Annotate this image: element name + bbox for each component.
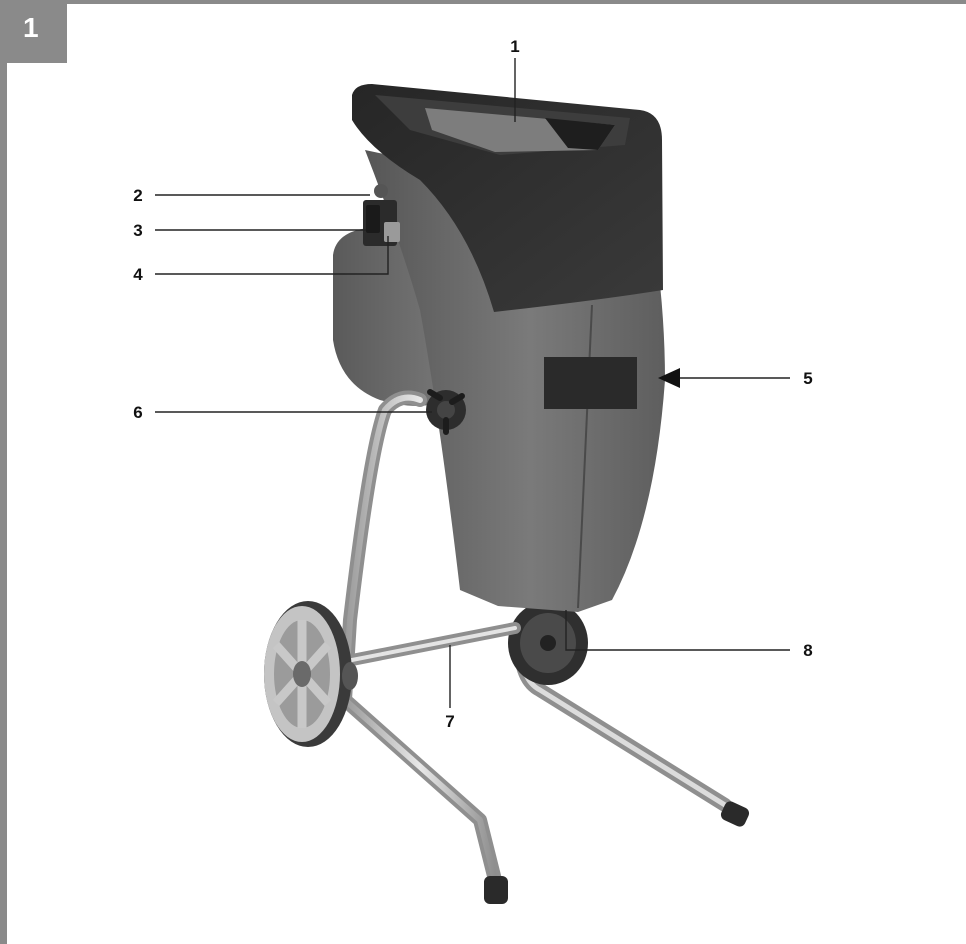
wheel-hub [342, 662, 358, 690]
callout-2: 2 [133, 186, 142, 205]
frame-left-border [0, 0, 7, 944]
callout-5: 5 [803, 369, 812, 388]
frame-top-border [0, 0, 966, 4]
figure-number-tab: 1 [0, 0, 67, 63]
body-seam [577, 304, 593, 609]
callout-4: 4 [133, 265, 143, 284]
callout-8: 8 [803, 641, 812, 660]
adjusting-knob [426, 389, 466, 435]
rear-foot-cap [720, 801, 750, 827]
leader-4 [155, 236, 389, 275]
leader-lines [155, 58, 790, 708]
callout-labels: 1 2 3 4 5 6 7 8 [133, 37, 812, 731]
hopper-flap [545, 118, 615, 150]
right-wheel [508, 601, 588, 685]
leader-8 [565, 610, 790, 651]
front-foot-cap [484, 876, 508, 904]
plug-socket [384, 222, 400, 242]
front-stand [338, 390, 521, 904]
reset-knob [374, 184, 388, 198]
callout-7: 7 [445, 712, 454, 731]
callout-3: 3 [133, 221, 142, 240]
power-switch [366, 205, 380, 233]
nameplate [544, 357, 637, 409]
callout-6: 6 [133, 403, 142, 422]
arrow-5 [658, 368, 680, 388]
callout-1: 1 [510, 37, 519, 56]
left-wheel [264, 601, 358, 747]
figure-number: 1 [23, 12, 39, 43]
